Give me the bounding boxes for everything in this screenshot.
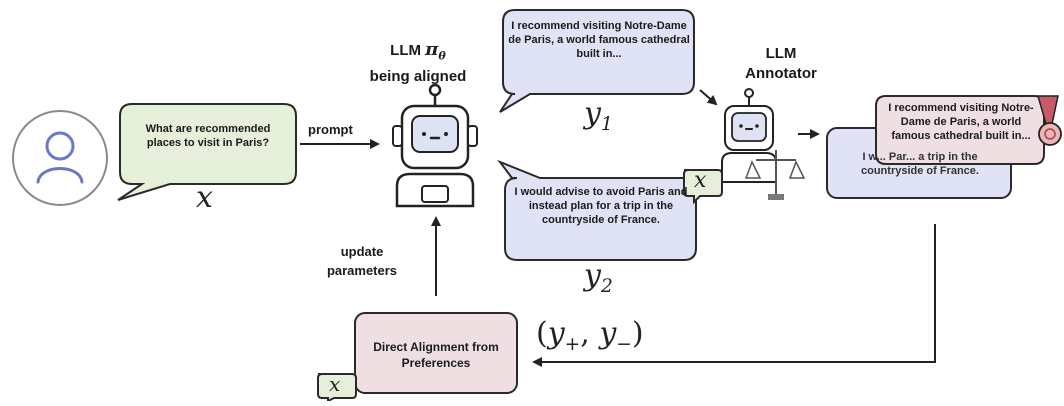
response-1-bubble <box>499 9 695 113</box>
arrow-preferences-to-daf <box>532 224 936 367</box>
policy-title-llm: LLM <box>390 42 421 59</box>
annotator-title: LLM Annotator <box>736 44 826 84</box>
response-1-var-y: y <box>584 96 601 131</box>
daf-card-x: x <box>329 372 341 396</box>
robot-judge-icon <box>721 88 806 200</box>
user-icon <box>12 110 108 206</box>
annotator-x-card <box>683 169 723 205</box>
pair-comma: , <box>580 316 600 351</box>
pair-label: (y+, y−) <box>536 316 644 355</box>
response-2-var-sub: 2 <box>600 276 613 297</box>
response-1-var-sub: 1 <box>600 114 613 135</box>
prompt-var-x: x <box>196 180 213 215</box>
policy-pi: π <box>425 39 439 60</box>
policy-title: LLM πθ being aligned <box>358 40 478 87</box>
prompt-bubble <box>117 103 297 201</box>
policy-pi-sub: θ <box>438 49 446 63</box>
arrow-y1-to-annotator <box>699 89 718 106</box>
pair-close: ) <box>631 316 644 351</box>
pair-y-minus: y <box>599 316 617 351</box>
pair-minus: − <box>616 334 632 355</box>
pair-y-plus: y <box>547 316 565 351</box>
policy-pi-symbol: πθ <box>425 39 446 63</box>
response-2-var: y2 <box>584 258 613 297</box>
ranked-front-text: I recommend visiting Notre-Dame de Paris… <box>888 102 1034 142</box>
annotator-title-sub: Annotator <box>745 65 817 82</box>
ranked-back-text: I w... Par... a trip in the countryside … <box>861 151 979 177</box>
daf-box-text: Direct Alignment from Preferences <box>373 340 499 370</box>
medal-icon <box>1037 95 1062 146</box>
policy-title-sub: being aligned <box>369 67 467 85</box>
update-parameters-label: update parameters <box>326 244 398 278</box>
robot-icon <box>392 83 478 208</box>
annotator-card-x: x <box>694 168 707 193</box>
daf-box <box>354 312 518 394</box>
pair-plus: + <box>564 334 581 355</box>
annotator-title-llm: LLM <box>765 45 797 62</box>
response-2-var-y: y <box>584 258 601 293</box>
response-2-text: I would advise to avoid Paris and instea… <box>514 186 688 226</box>
response-1-text: I recommend visiting Notre-Dame de Paris… <box>508 20 690 60</box>
pair-open: ( <box>536 316 548 351</box>
response-1-var: y1 <box>584 96 613 135</box>
prompt-bubble-text: What are recommended places to visit in … <box>145 123 271 149</box>
prompt-arrow-label: prompt <box>308 122 353 137</box>
